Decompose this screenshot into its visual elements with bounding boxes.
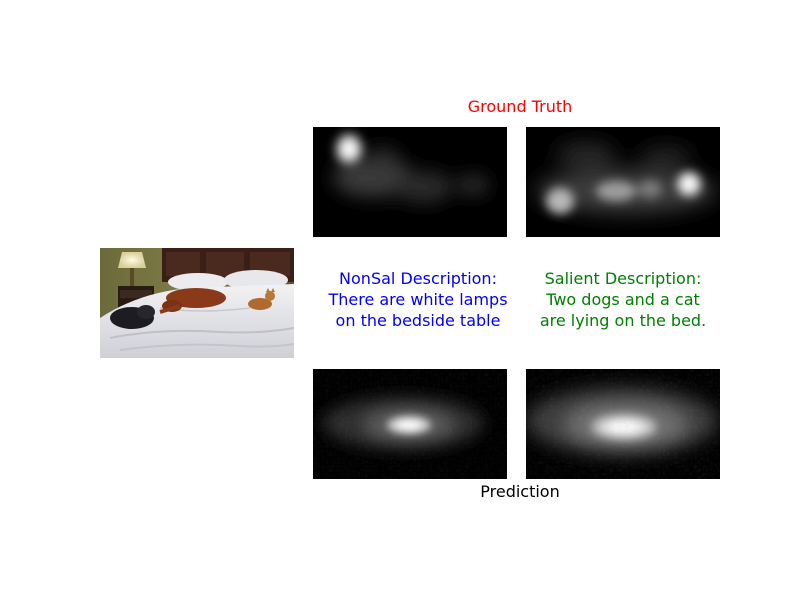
ground-truth-nonsal-heatmap: [313, 127, 507, 237]
prediction-salient-heatmap: [526, 369, 720, 479]
prediction-nonsal-heatmap: [313, 369, 507, 479]
prediction-label: Prediction: [480, 482, 560, 501]
nonsal-description: NonSal Description: There are white lamp…: [328, 269, 508, 330]
input-photo: [100, 248, 294, 358]
salient-description: Salient Description: Two dogs and a cat …: [539, 269, 707, 330]
ground-truth-salient-heatmap: [526, 127, 720, 237]
ground-truth-label: Ground Truth: [467, 97, 573, 116]
